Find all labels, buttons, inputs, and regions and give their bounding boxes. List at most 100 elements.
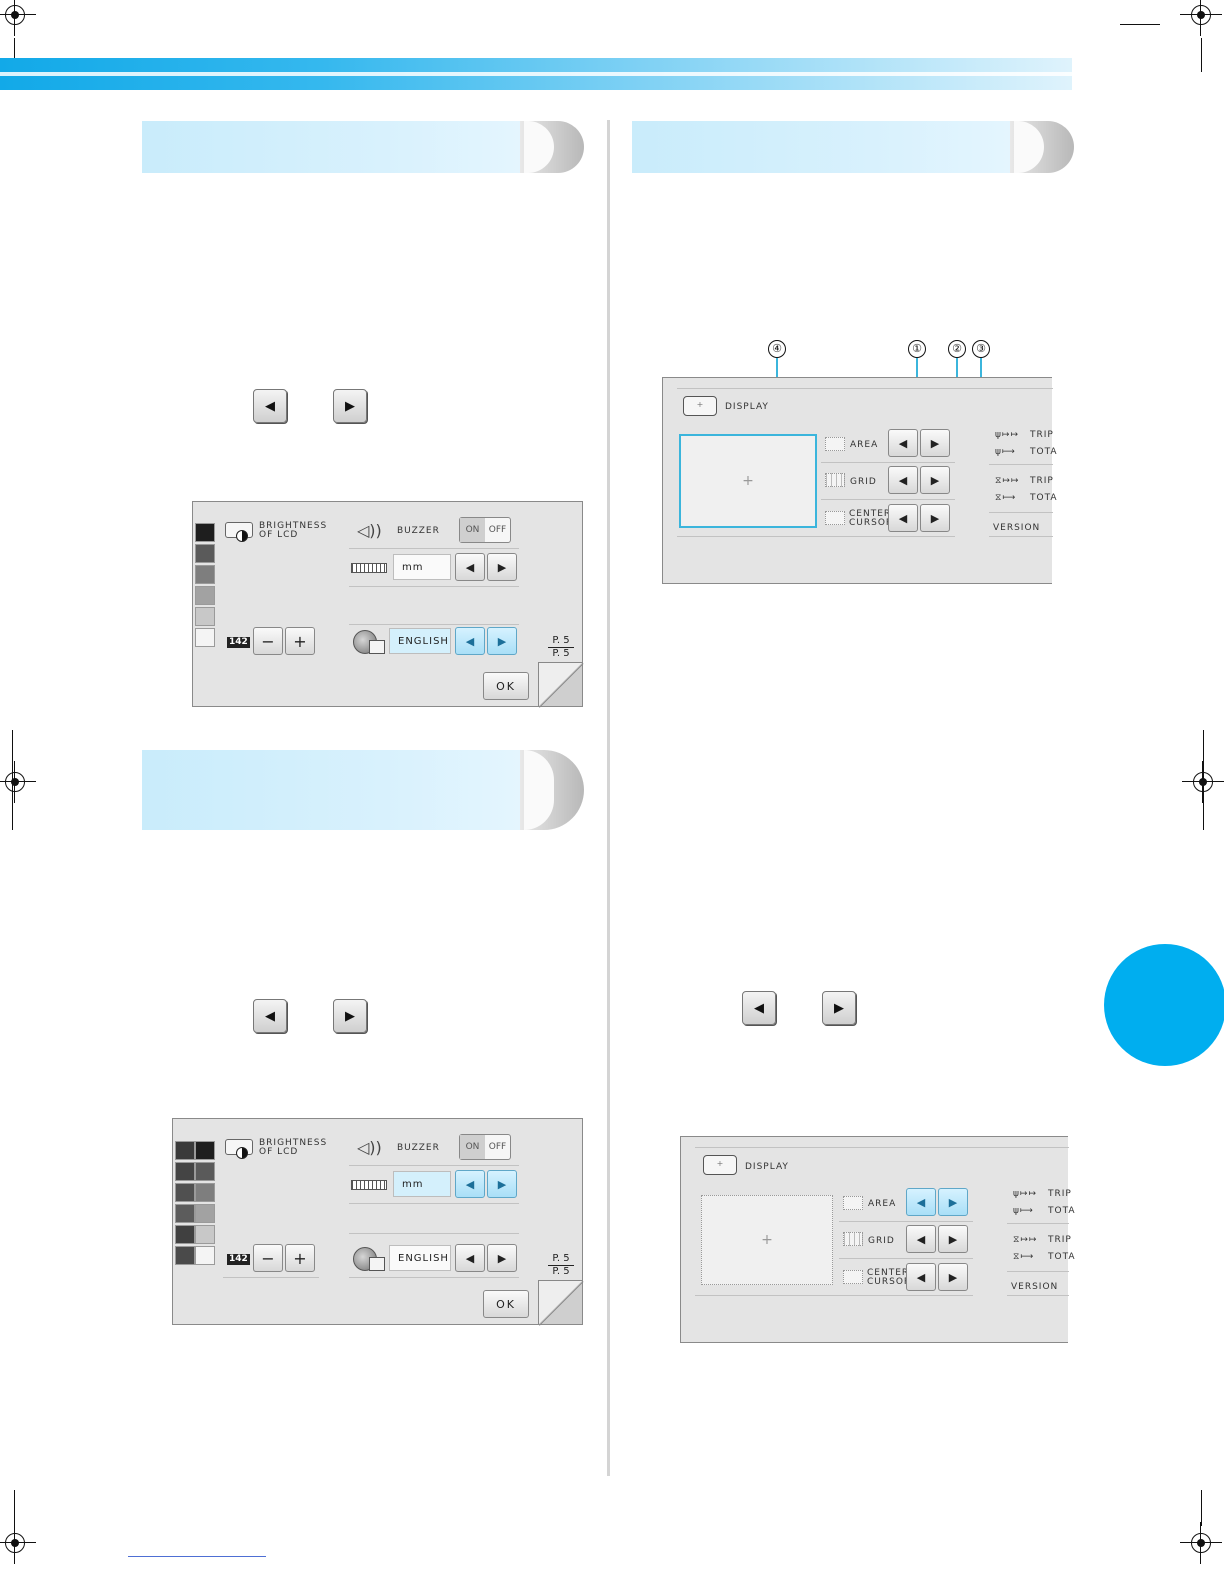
ok-button[interactable]: OK bbox=[483, 1290, 529, 1318]
total-label: TOTA bbox=[1048, 1252, 1076, 1262]
row-separator bbox=[349, 586, 519, 587]
ok-button[interactable]: OK bbox=[483, 672, 529, 700]
row-separator bbox=[349, 624, 519, 625]
trim-line bbox=[1203, 730, 1204, 830]
center-cursor-label: CENTER bbox=[867, 1268, 910, 1278]
units-field: mm bbox=[393, 1171, 451, 1197]
buzzer-on[interactable]: ON bbox=[460, 518, 485, 542]
right-arrow-key[interactable]: ▶ bbox=[333, 389, 367, 423]
ruler-icon bbox=[351, 563, 387, 573]
center-cursor-label: CENTER bbox=[849, 509, 892, 519]
left-arrow-key[interactable]: ◀ bbox=[253, 999, 287, 1033]
grid-left-button[interactable]: ◀ bbox=[906, 1225, 936, 1253]
display-icon: + bbox=[703, 1155, 737, 1175]
left-arrow-key[interactable]: ◀ bbox=[742, 991, 776, 1025]
language-right-button[interactable]: ▶ bbox=[487, 1244, 517, 1272]
version-label: VERSION bbox=[1011, 1282, 1059, 1292]
units-left-button[interactable]: ◀ bbox=[455, 553, 485, 581]
page-current: P. 5 bbox=[548, 1253, 574, 1266]
brightness-swatch bbox=[175, 1183, 195, 1202]
brightness-swatch bbox=[195, 523, 215, 542]
buzzer-on[interactable]: ON bbox=[460, 1135, 485, 1159]
units-right-button[interactable]: ▶ bbox=[487, 553, 517, 581]
grid-right-button[interactable]: ▶ bbox=[938, 1225, 968, 1253]
buzzer-off[interactable]: OFF bbox=[488, 525, 507, 535]
brightness-swatch bbox=[195, 1141, 215, 1160]
center-cursor-icon bbox=[843, 1270, 863, 1284]
grid-right-button[interactable]: ▶ bbox=[920, 466, 950, 494]
ruler-icon bbox=[351, 1180, 387, 1190]
area-right-button[interactable]: ▶ bbox=[920, 429, 950, 457]
footer-link-underline bbox=[128, 1556, 266, 1557]
needle-icon: ψ↦↦ bbox=[995, 430, 1020, 440]
language-left-button[interactable]: ◀ bbox=[455, 1244, 485, 1272]
crop-mark-bottom-right bbox=[1180, 1522, 1222, 1564]
grid-label: GRID bbox=[850, 477, 877, 487]
right-arrow-key[interactable]: ▶ bbox=[822, 991, 856, 1025]
brightness-swatch bbox=[195, 1162, 215, 1181]
grid-icon bbox=[843, 1232, 863, 1246]
center-cursor-icon bbox=[825, 511, 845, 525]
brightness-swatch bbox=[195, 1183, 215, 1202]
center-cursor-right-button[interactable]: ▶ bbox=[938, 1263, 968, 1291]
page-turn-button[interactable] bbox=[538, 1280, 582, 1324]
row-separator bbox=[821, 499, 955, 500]
display-title: DISPLAY bbox=[745, 1162, 789, 1172]
trim-line bbox=[1120, 24, 1160, 25]
trim-line bbox=[14, 1490, 15, 1526]
hourglass-icon: ⧖⟼ bbox=[995, 493, 1017, 503]
page-turn-button[interactable] bbox=[538, 662, 582, 706]
language-left-button[interactable]: ◀ bbox=[455, 627, 485, 655]
callout-2: ② bbox=[948, 340, 966, 358]
brightness-swatch bbox=[195, 565, 215, 584]
units-field: mm bbox=[393, 554, 451, 580]
center-cursor-label: CURSOR bbox=[867, 1277, 912, 1287]
buzzer-label: BUZZER bbox=[397, 1143, 440, 1153]
display-panel-1: + DISPLAY + AREA ◀ ▶ GRID ◀ ▶ CENTER CUR… bbox=[662, 377, 1057, 584]
row-separator bbox=[989, 464, 1053, 465]
center-cursor-right-button[interactable]: ▶ bbox=[920, 504, 950, 532]
row-separator bbox=[839, 1258, 973, 1259]
buzzer-label: BUZZER bbox=[397, 526, 440, 536]
brightness-label: BRIGHTNESS bbox=[259, 1138, 328, 1148]
plus-button[interactable]: + bbox=[285, 1244, 315, 1272]
units-right-button[interactable]: ▶ bbox=[487, 1170, 517, 1198]
brightness-swatch bbox=[195, 1246, 215, 1265]
center-cursor-left-button[interactable]: ◀ bbox=[888, 504, 918, 532]
column-divider bbox=[607, 120, 610, 1476]
trip-label: TRIP bbox=[1030, 476, 1054, 486]
hourglass-icon: ⧖⟼ bbox=[1013, 1252, 1035, 1262]
count-badge: 142 bbox=[227, 637, 250, 648]
center-cursor-label: CURSOR bbox=[849, 518, 894, 528]
plus-button[interactable]: + bbox=[285, 627, 315, 655]
units-left-button[interactable]: ◀ bbox=[455, 1170, 485, 1198]
area-label: AREA bbox=[850, 440, 879, 450]
display-title: DISPLAY bbox=[725, 402, 769, 412]
minus-button[interactable]: − bbox=[253, 1244, 283, 1272]
area-right-button[interactable]: ▶ bbox=[938, 1188, 968, 1216]
area-left-button[interactable]: ◀ bbox=[888, 429, 918, 457]
page-current: P. 5 bbox=[548, 635, 574, 648]
row-separator bbox=[821, 462, 955, 463]
brightness-swatch bbox=[175, 1141, 195, 1160]
trim-line bbox=[14, 38, 15, 72]
header-band bbox=[0, 58, 1072, 90]
buzzer-toggle[interactable]: ON OFF bbox=[459, 517, 511, 543]
left-arrow-key[interactable]: ◀ bbox=[253, 389, 287, 423]
buzzer-toggle[interactable]: ON OFF bbox=[459, 1134, 511, 1160]
section-header-right-1 bbox=[632, 121, 1074, 173]
needle-icon: ψ⟼ bbox=[1013, 1206, 1034, 1216]
right-arrow-key[interactable]: ▶ bbox=[333, 999, 367, 1033]
buzzer-off[interactable]: OFF bbox=[488, 1142, 507, 1152]
row-separator bbox=[349, 548, 519, 549]
trip-label: TRIP bbox=[1048, 1235, 1072, 1245]
row-separator bbox=[1007, 1295, 1069, 1296]
language-right-button[interactable]: ▶ bbox=[487, 627, 517, 655]
display-icon: + bbox=[683, 396, 717, 416]
trim-line bbox=[1201, 38, 1202, 72]
area-left-button[interactable]: ◀ bbox=[906, 1188, 936, 1216]
row-separator bbox=[989, 512, 1053, 513]
grid-left-button[interactable]: ◀ bbox=[888, 466, 918, 494]
minus-button[interactable]: − bbox=[253, 627, 283, 655]
center-cursor-left-button[interactable]: ◀ bbox=[906, 1263, 936, 1291]
